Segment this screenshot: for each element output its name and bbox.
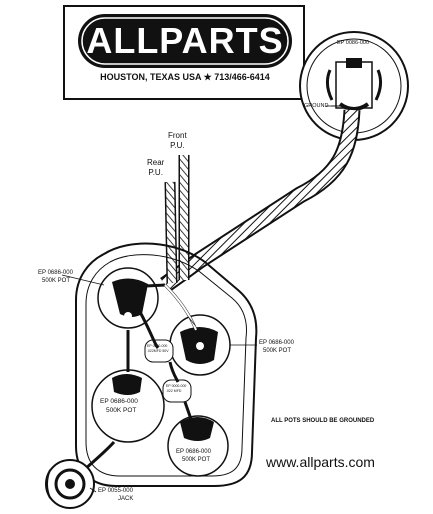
control-cavity: [75, 242, 258, 487]
rear-pickup-label: Rear P.U.: [147, 158, 165, 177]
pot-top-left-value: 500K POT: [42, 278, 71, 284]
front-pickup-label: Front P.U.: [168, 131, 187, 150]
capacitor-2-label: EP 0000-000 .022 MFD: [166, 384, 187, 393]
grounding-note: ALL POTS SHOULD BE GROUNDED: [271, 418, 375, 424]
pot-bottom-right-value: 500K POT: [182, 457, 211, 463]
pot-bottom-left-value: 500K POT: [106, 407, 137, 414]
logo-address: HOUSTON, TEXAS USA ★ 713/466-6414: [100, 72, 270, 82]
harness-braid: [161, 109, 359, 291]
capacitor-1: [144, 339, 174, 363]
pot-bottom-right: [167, 415, 229, 477]
pot-bottom-left-part: EP 0686-000: [100, 398, 138, 405]
ground-label: GROUND: [304, 103, 329, 109]
output-jack: [45, 459, 95, 509]
logo-pill: [78, 14, 292, 68]
jack-name-label: JACK: [118, 496, 134, 502]
pot-bottom-right-part: EP 0686-000: [176, 449, 211, 455]
pot-top-left-part: EP 0686-000: [38, 270, 73, 276]
jack-part-label: EP 0055-000: [98, 488, 133, 494]
leader-lines: [61, 105, 340, 493]
pot-right-value: 500K POT: [263, 348, 292, 354]
pot-right: [169, 314, 231, 376]
logo-brand-text: ALLPARTS: [86, 20, 284, 61]
pot-top-left: [97, 267, 159, 329]
website-label: www.allparts.com: [266, 454, 375, 470]
pot-right-part: EP 0686-000: [259, 340, 294, 346]
logo: [63, 5, 305, 100]
capacitor-1-label: EP 0000-000 .022MFD 50V: [147, 344, 169, 353]
pot-bottom-left: [91, 369, 165, 443]
switch-part-label: EP 0086-000: [337, 40, 370, 46]
